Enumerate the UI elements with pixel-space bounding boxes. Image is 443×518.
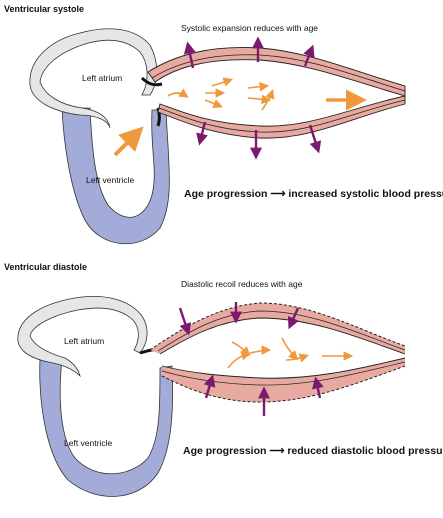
left-atrium-label: Left atrium (64, 336, 105, 346)
systole-title: Ventricular systole (4, 4, 85, 14)
systole-diagram (29, 28, 406, 245)
systole-panel: Ventricular systole Systolic expansion r… (0, 0, 443, 258)
diastole-note: Diastolic recoil reduces with age (181, 279, 303, 289)
diastole-summary: Age progression ⟶ reduced diastolic bloo… (183, 445, 443, 457)
flow-arrow-icon (227, 337, 354, 369)
expansion-arrow-icon (183, 36, 322, 160)
systole-note: Systolic expansion reduces with age (181, 23, 319, 33)
aorta-upper-wall (147, 47, 406, 97)
diastole-title: Ventricular diastole (4, 262, 88, 272)
left-atrium-label: Left atrium (82, 73, 123, 83)
flow-arrow-icon (167, 77, 275, 111)
left-ventricle-wall (39, 357, 174, 497)
left-ventricle-label: Left ventricle (86, 175, 135, 185)
left-atrium-wall (17, 296, 148, 378)
recoil-arrow-icon (178, 302, 324, 416)
flow-arrow-icon (113, 126, 144, 157)
aorta-upper-wall (150, 303, 405, 354)
left-atrium-wall (29, 28, 158, 129)
aorta-lower-wall (162, 358, 405, 402)
diastole-panel: Ventricular diastole Diastolic recoil re… (0, 258, 443, 518)
left-ventricle-label: Left ventricle (64, 438, 113, 448)
diastole-diagram (17, 296, 406, 497)
systole-summary: Age progression ⟶ increased systolic blo… (184, 188, 443, 200)
aorta-lower-wall (157, 95, 406, 139)
aortic-valve (140, 76, 163, 87)
